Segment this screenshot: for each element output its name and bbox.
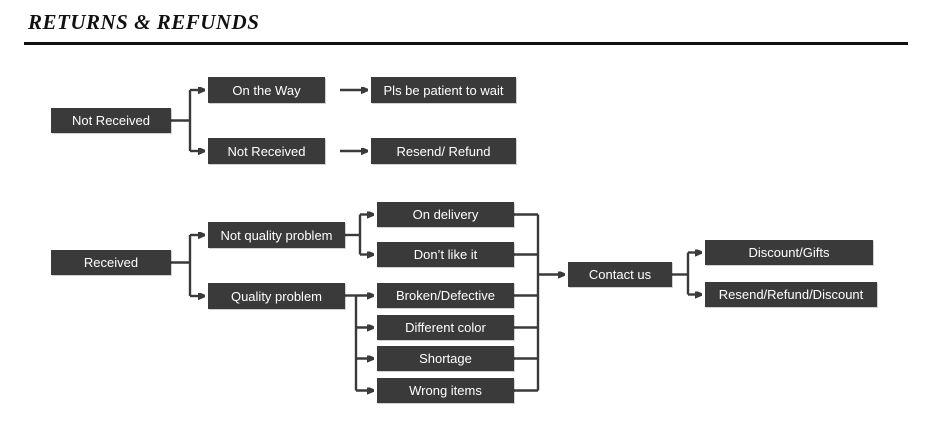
node-contact-us[interactable]: Contact us — [568, 262, 672, 287]
header-divider — [24, 42, 908, 45]
node-wrong-items[interactable]: Wrong items — [377, 378, 514, 403]
node-quality-problem[interactable]: Quality problem — [208, 283, 345, 309]
edge-not-quality-split — [345, 215, 373, 255]
node-dont-like-it[interactable]: Don’t like it — [377, 242, 514, 267]
edge-quality-split — [345, 296, 373, 391]
node-on-the-way[interactable]: On the Way — [208, 77, 325, 103]
node-not-received-branch[interactable]: Not Received — [208, 138, 325, 164]
node-broken-defective[interactable]: Broken/Defective — [377, 283, 514, 308]
node-different-color[interactable]: Different color — [377, 315, 514, 340]
edge-not-received-split — [171, 90, 204, 151]
edge-received-split — [171, 235, 204, 296]
node-on-delivery[interactable]: On delivery — [377, 202, 514, 227]
node-pls-be-patient-to-wait[interactable]: Pls be patient to wait — [371, 77, 516, 103]
node-received-root[interactable]: Received — [51, 250, 171, 275]
node-not-received-root[interactable]: Not Received — [51, 108, 171, 133]
edge-contact-us-split — [672, 253, 701, 295]
node-not-quality-problem[interactable]: Not quality problem — [208, 222, 345, 248]
node-shortage[interactable]: Shortage — [377, 346, 514, 371]
node-resend-refund-discount[interactable]: Resend/Refund/Discount — [705, 282, 877, 307]
edge-merge-to-contact-us — [514, 213, 564, 392]
node-resend-refund[interactable]: Resend/ Refund — [371, 138, 516, 164]
page-title: RETURNS & REFUNDS — [28, 10, 260, 34]
node-discount-gifts[interactable]: Discount/Gifts — [705, 240, 873, 265]
